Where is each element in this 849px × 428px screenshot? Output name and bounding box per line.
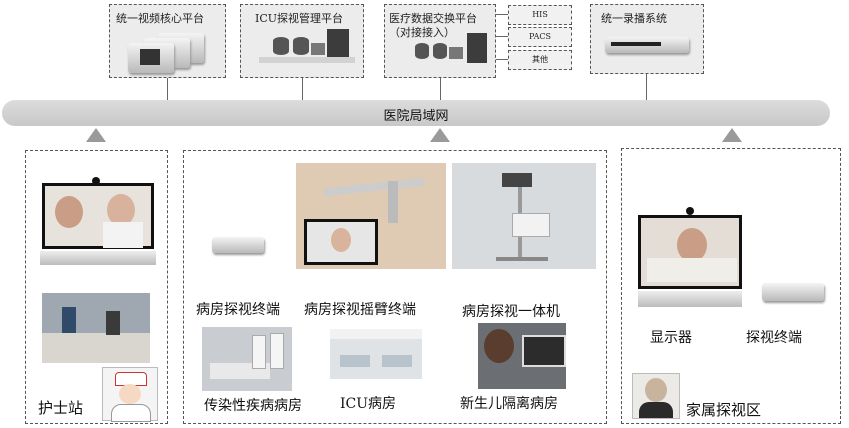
video-terminal-screen: [42, 183, 154, 249]
icu-ward-label: ICU病房: [340, 396, 397, 412]
family-visit-area-label: 家属探视区: [686, 401, 762, 419]
up-arrow-icon: [86, 128, 106, 142]
his-label: HIS: [532, 10, 548, 19]
icu-ward-photo: [330, 329, 422, 379]
arm-terminal-photo: [296, 163, 446, 269]
nurse-icon: [102, 367, 158, 422]
computer-icon: [449, 47, 463, 59]
mcu-device-icon: [128, 43, 174, 73]
other-label: 其他: [532, 55, 548, 64]
monitor-label: 显示器: [650, 330, 692, 346]
database-icon: [433, 43, 447, 59]
data-exchange-platform-label: 医疗数据交换平台: [389, 12, 477, 25]
hospital-lan-label: 医院局域网: [383, 109, 449, 124]
server-rack-icon: [327, 29, 349, 59]
computer-icon: [311, 43, 325, 55]
database-icon: [273, 37, 289, 55]
pacs-system-box: PACS: [508, 27, 572, 47]
data-exchange-platform-sublabel: （对接接入）: [389, 26, 455, 39]
nurse-station-panel: 护士站: [25, 150, 168, 424]
icu-management-platform-label: ICU探视管理平台: [255, 12, 344, 25]
database-icon: [415, 43, 429, 59]
database-icon: [293, 37, 309, 55]
infectious-ward-photo: [202, 327, 292, 391]
neonatal-ward-label: 新生儿隔离病房: [460, 396, 558, 412]
visit-terminal-label: 探视终端: [746, 330, 802, 346]
video-core-platform-label: 统一视频核心平台: [116, 12, 204, 25]
ward-terminal-label: 病房探视终端: [196, 302, 280, 318]
hospital-lan-bus: 医院局域网: [2, 100, 830, 126]
pacs-label: PACS: [528, 32, 552, 41]
icu-management-platform-box: ICU探视管理平台: [240, 4, 364, 78]
nurse-station-photo: [42, 293, 150, 363]
all-in-one-cart-photo: [452, 163, 596, 269]
video-core-platform-box: 统一视频核心平台: [109, 4, 226, 78]
recorder-device-icon: [605, 37, 689, 53]
all-in-one-label: 病房探视一体机: [462, 304, 560, 320]
server-rack-icon: [467, 33, 487, 63]
ward-panel: 病房探视终端 病房探视摇臂终端 病房探视一体机 传染性疾病病房 ICU病房 新生…: [183, 150, 607, 424]
arm-terminal-label: 病房探视摇臂终端: [304, 302, 416, 318]
nurse-station-label: 护士站: [38, 399, 84, 417]
other-system-box: 其他: [508, 50, 572, 70]
family-person-icon: [632, 373, 680, 419]
record-system-label: 统一录播系统: [601, 12, 667, 25]
up-arrow-icon: [722, 128, 742, 142]
neonatal-ward-photo: [478, 323, 566, 389]
data-exchange-platform-box: 医疗数据交换平台 （对接接入）: [384, 4, 496, 78]
infectious-ward-label: 传染性疾病病房: [204, 398, 302, 414]
family-visit-panel: 显示器 探视终端 家属探视区: [621, 148, 841, 424]
monitor-screen: [638, 215, 742, 289]
up-arrow-icon: [430, 128, 450, 142]
his-system-box: HIS: [508, 5, 572, 25]
ward-terminal-device-icon: [212, 237, 264, 253]
visit-terminal-device-icon: [762, 283, 824, 301]
record-system-box: 统一录播系统: [590, 4, 704, 74]
